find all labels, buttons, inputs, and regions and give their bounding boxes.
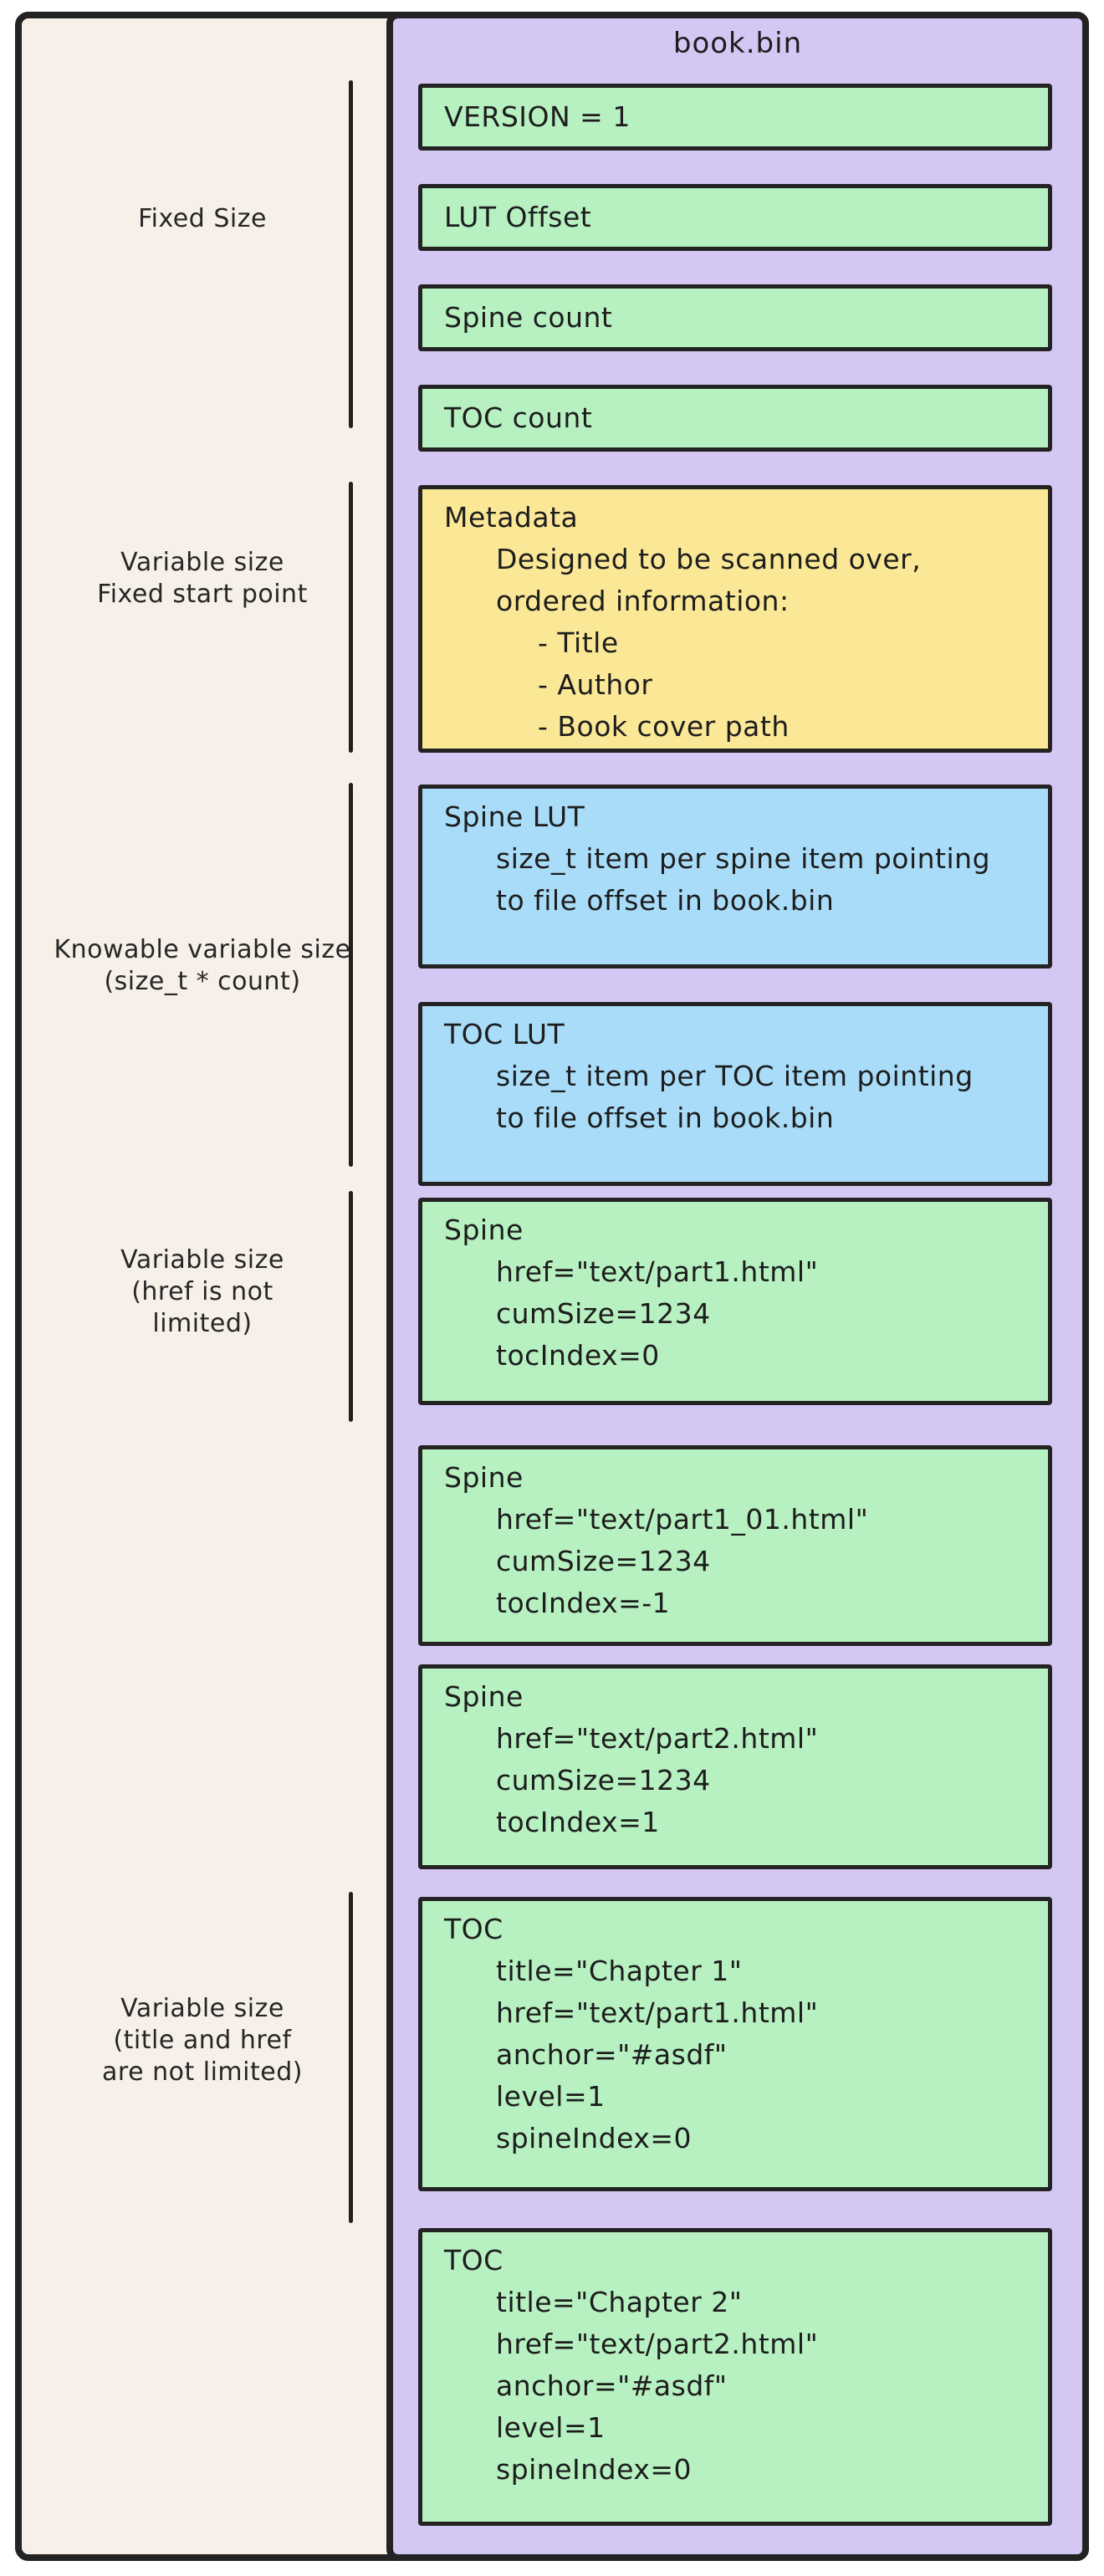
box-spine-2: Spine href="text/part1_01.html" cumSize=12… [418,1445,1052,1646]
box-toc-1-line: spineIndex=0 [496,2122,693,2154]
box-toc-1-line: anchor="#asdf" [496,2038,728,2071]
box-metadata-line: - Author [538,668,653,701]
box-toc-count: TOC count [418,385,1052,452]
box-spine-2-line: href="text/part1_01.html" [496,1503,869,1536]
box-spine-1-line: tocIndex=0 [496,1339,660,1372]
panel-title: book.bin [672,27,803,60]
box-toc-1-line: TOC [444,1913,503,1945]
box-toc-2-line: spineIndex=0 [496,2453,693,2486]
box-toc-lut-line: size_t item per TOC item pointing [496,1060,974,1092]
box-spine-3-line: cumSize=1234 [496,1764,711,1797]
box-spine-lut-line: to file offset in book.bin [496,884,835,917]
box-version-line: VERSION = 1 [444,100,631,133]
box-spine-1-line: cumSize=1234 [496,1297,711,1330]
box-lut-offset: LUT Offset [418,184,1052,251]
box-spine-1: Spine href="text/part1.html" cumSize=1234 t… [418,1198,1052,1405]
box-metadata-line: Designed to be scanned over, [496,543,922,575]
box-metadata-line: - Title [538,626,619,659]
box-metadata-line: Metadata [444,501,579,534]
box-spine-3-line: tocIndex=1 [496,1806,660,1838]
box-toc-lut-line: to file offset in book.bin [496,1101,835,1134]
box-metadata-line: - Book cover path [538,710,790,743]
box-metadata-line: ordered information: [496,585,790,617]
box-spine-lut: Spine LUT size_t item per spine item poin… [418,785,1052,969]
box-toc-lut-line: TOC LUT [444,1018,565,1050]
box-spine-lut-line: Spine LUT [444,800,585,833]
box-spine-2-line: tocIndex=-1 [496,1587,671,1619]
box-spine-2-line: cumSize=1234 [496,1545,711,1577]
box-toc-1-line: title="Chapter 1" [496,1955,743,1987]
box-toc-1-line: href="text/part1.html" [496,1996,819,2029]
box-version: VERSION = 1 [418,84,1052,151]
box-toc-2-line: title="Chapter 2" [496,2286,743,2318]
box-spine-1-line: Spine [444,1214,524,1246]
box-toc-lut: TOC LUT size_t item per TOC item pointing… [418,1002,1052,1186]
box-toc-2-line: TOC [444,2244,503,2277]
box-toc-1-line: level=1 [496,2080,606,2113]
box-toc-2-line: level=1 [496,2411,606,2444]
box-spine-1-line: href="text/part1.html" [496,1255,819,1288]
box-toc-2: TOC title="Chapter 2" href="text/part2.htm… [418,2228,1052,2526]
box-toc-count-line: TOC count [444,401,593,434]
box-toc-2-line: href="text/part2.html" [496,2328,819,2360]
box-toc-2-line: anchor="#asdf" [496,2369,728,2402]
box-spine-lut-line: size_t item per spine item pointing [496,842,991,875]
box-lut-offset-line: LUT Offset [444,201,592,233]
box-spine-3-line: Spine [444,1680,524,1713]
box-toc-1: TOC title="Chapter 1" href="text/part1.htm… [418,1897,1052,2191]
box-spine-count-line: Spine count [444,301,613,334]
box-spine-3: Spine href="text/part2.html" cumSize=1234 t… [418,1664,1052,1869]
box-spine-3-line: href="text/part2.html" [496,1722,819,1755]
box-spine-count: Spine count [418,284,1052,351]
box-spine-2-line: Spine [444,1461,524,1494]
